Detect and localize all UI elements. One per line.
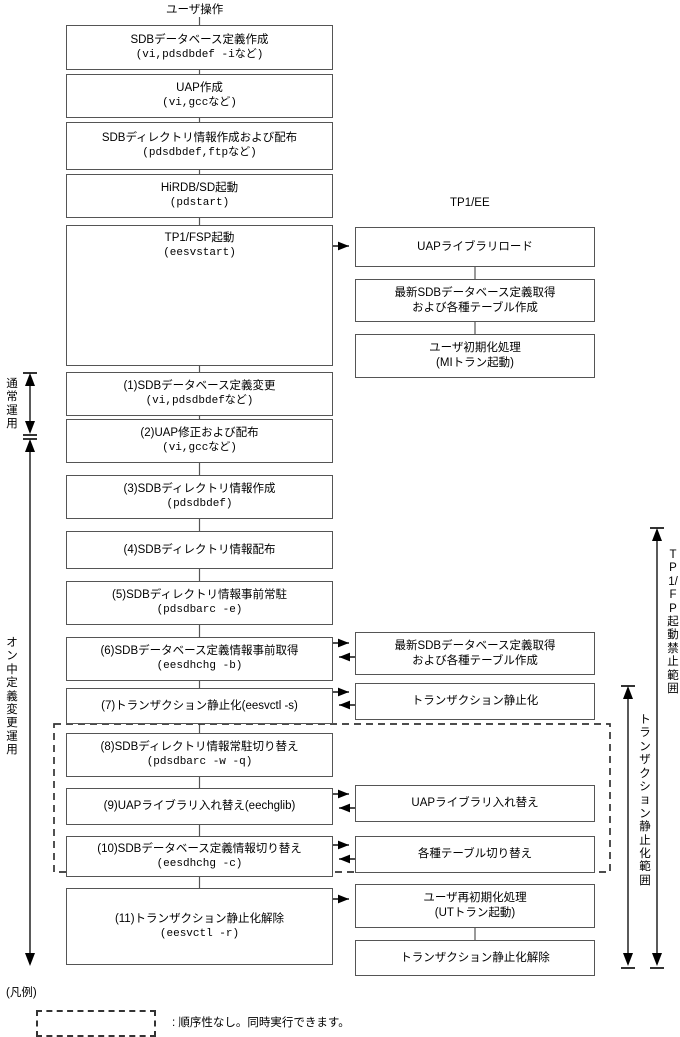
box-line-1: UAPライブラリ入れ替え [411, 797, 539, 809]
process-box-step9[interactable]: (9)UAPライブラリ入れ替え(eechglib) [66, 788, 333, 825]
box-line-2: (pdstart) [169, 197, 230, 209]
legend-dashed-sample [36, 1010, 156, 1037]
box-line-1: SDBデータベース定義作成 [130, 33, 269, 46]
process-box-hirdb-sd-start[interactable]: HiRDB/SD起動 (pdstart) [66, 174, 333, 218]
process-box-step5[interactable]: (5)SDBディレクトリ情報事前常駐 (pdsdbarc -e) [66, 581, 333, 625]
box-line-1: ユーザ初期化処理 [429, 342, 521, 354]
box-line-2: (vi,gccなど) [162, 97, 237, 109]
box-line-1: (4)SDBディレクトリ情報配布 [123, 543, 276, 556]
box-line-1: (8)SDBディレクトリ情報常駐切り替え [100, 741, 299, 753]
box-line-2: (eesdhchg -b) [156, 660, 243, 672]
process-box-step10[interactable]: (10)SDBデータベース定義情報切り替え (eesdhchg -c) [66, 836, 333, 877]
process-box-user-reinit[interactable]: ユーザ再初期化処理 (UTトラン起動) [355, 884, 595, 928]
user-operations-title: ユーザ操作 [166, 4, 224, 16]
process-box-uap-lib-swap[interactable]: UAPライブラリ入れ替え [355, 785, 595, 822]
process-box-tp1-fsp-start[interactable]: TP1/FSP起動 (eesvstart) [66, 225, 333, 366]
process-box-latest-sdb-def-get-2[interactable]: 最新SDBデータベース定義取得 および各種テーブル作成 [355, 632, 595, 675]
box-line-2: (pdsdbdef) [166, 498, 233, 510]
box-line-2: (eesvstart) [163, 247, 236, 259]
box-line-1: UAP作成 [176, 82, 223, 94]
box-line-2: および各種テーブル作成 [412, 654, 538, 667]
box-line-2: (vi,gccなど) [162, 442, 237, 454]
box-line-2: (eesdhchg -c) [156, 857, 243, 870]
process-box-step6[interactable]: (6)SDBデータベース定義情報事前取得 (eesdhchg -b) [66, 637, 333, 681]
process-box-uap-lib-load[interactable]: UAPライブラリロード [355, 227, 595, 267]
box-line-2: (UTトラン起動) [434, 907, 516, 919]
process-box-step8[interactable]: (8)SDBディレクトリ情報常駐切り替え (pdsdbarc -w -q) [66, 733, 333, 777]
box-line-1: (10)SDBデータベース定義情報切り替え [97, 842, 302, 855]
process-box-sdb-db-def-create[interactable]: SDBデータベース定義作成 (vi,pdsdbdef -iなど) [66, 25, 333, 70]
box-line-1: 各種テーブル切り替え [417, 848, 533, 860]
range-label-tp1-fp-start-prohibited: TP1/FP起動禁止範囲 [667, 549, 679, 696]
range-label-online-def-change: オン中定義変更運用 [6, 637, 18, 757]
box-line-1: HiRDB/SD起動 [160, 182, 239, 194]
box-line-1: ユーザ再初期化処理 [423, 892, 527, 904]
box-line-1: (6)SDBデータベース定義情報事前取得 [100, 645, 299, 657]
box-line-1: (2)UAP修正および配布 [140, 427, 259, 439]
box-line-1: (5)SDBディレクトリ情報事前常駐 [112, 589, 287, 601]
process-box-tran-quiesce-release[interactable]: トランザクション静止化解除 [355, 940, 595, 976]
box-line-2: (MIトラン起動) [436, 357, 514, 369]
process-box-latest-sdb-def-get-1[interactable]: 最新SDBデータベース定義取得 および各種テーブル作成 [355, 279, 595, 322]
process-box-step11[interactable]: (11)トランザクション静止化解除 (eesvctl -r) [66, 888, 333, 965]
box-line-1: TP1/FSP起動 [164, 232, 235, 244]
box-line-2: (eesvctl -r) [159, 927, 240, 940]
box-line-2: (pdsdbarc -w -q) [146, 756, 253, 768]
process-box-table-swap[interactable]: 各種テーブル切り替え [355, 836, 595, 873]
legend-description: : 順序性なし。同時実行できます。 [172, 1017, 350, 1029]
range-label-transaction-quiesce: トランザクション静止化範囲 [639, 714, 651, 887]
box-line-1: (7)トランザクション静止化(eesvctl -s) [101, 699, 298, 712]
box-line-1: 最新SDBデータベース定義取得 [394, 639, 556, 652]
box-line-1: (1)SDBデータベース定義変更 [123, 380, 276, 392]
tp1-ee-title: TP1/EE [450, 197, 490, 209]
process-box-sdb-dir-info-create-dist[interactable]: SDBディレクトリ情報作成および配布 (pdsdbdef,ftpなど) [66, 122, 333, 170]
box-line-2: (vi,pdsdbdef -iなど) [135, 48, 264, 61]
box-line-1: (9)UAPライブラリ入れ替え(eechglib) [103, 800, 296, 812]
box-line-2: (vi,pdsdbdefなど) [145, 395, 254, 407]
box-line-2: (pdsdbarc -e) [156, 604, 243, 616]
box-line-2: および各種テーブル作成 [412, 301, 538, 314]
process-box-step7[interactable]: (7)トランザクション静止化(eesvctl -s) [66, 688, 333, 724]
legend-heading: (凡例) [6, 987, 37, 999]
box-line-1: トランザクション静止化 [411, 695, 539, 707]
range-label-normal-operation: 通常運用 [6, 378, 18, 431]
process-box-step3[interactable]: (3)SDBディレクトリ情報作成 (pdsdbdef) [66, 475, 333, 519]
process-box-step4[interactable]: (4)SDBディレクトリ情報配布 [66, 531, 333, 569]
box-line-1: SDBディレクトリ情報作成および配布 [101, 132, 298, 144]
process-box-step2[interactable]: (2)UAP修正および配布 (vi,gccなど) [66, 419, 333, 463]
box-line-1: 最新SDBデータベース定義取得 [394, 286, 556, 299]
process-box-tran-quiesce[interactable]: トランザクション静止化 [355, 683, 595, 720]
process-box-user-init[interactable]: ユーザ初期化処理 (MIトラン起動) [355, 334, 595, 378]
box-line-1: UAPライブラリロード [417, 240, 533, 253]
process-box-step1[interactable]: (1)SDBデータベース定義変更 (vi,pdsdbdefなど) [66, 372, 333, 416]
box-line-2: (pdsdbdef,ftpなど) [142, 147, 257, 159]
box-line-1: (3)SDBディレクトリ情報作成 [123, 483, 276, 495]
box-line-1: トランザクション静止化解除 [400, 951, 550, 964]
process-box-uap-create[interactable]: UAP作成 (vi,gccなど) [66, 74, 333, 118]
box-line-1: (11)トランザクション静止化解除 [114, 912, 285, 925]
